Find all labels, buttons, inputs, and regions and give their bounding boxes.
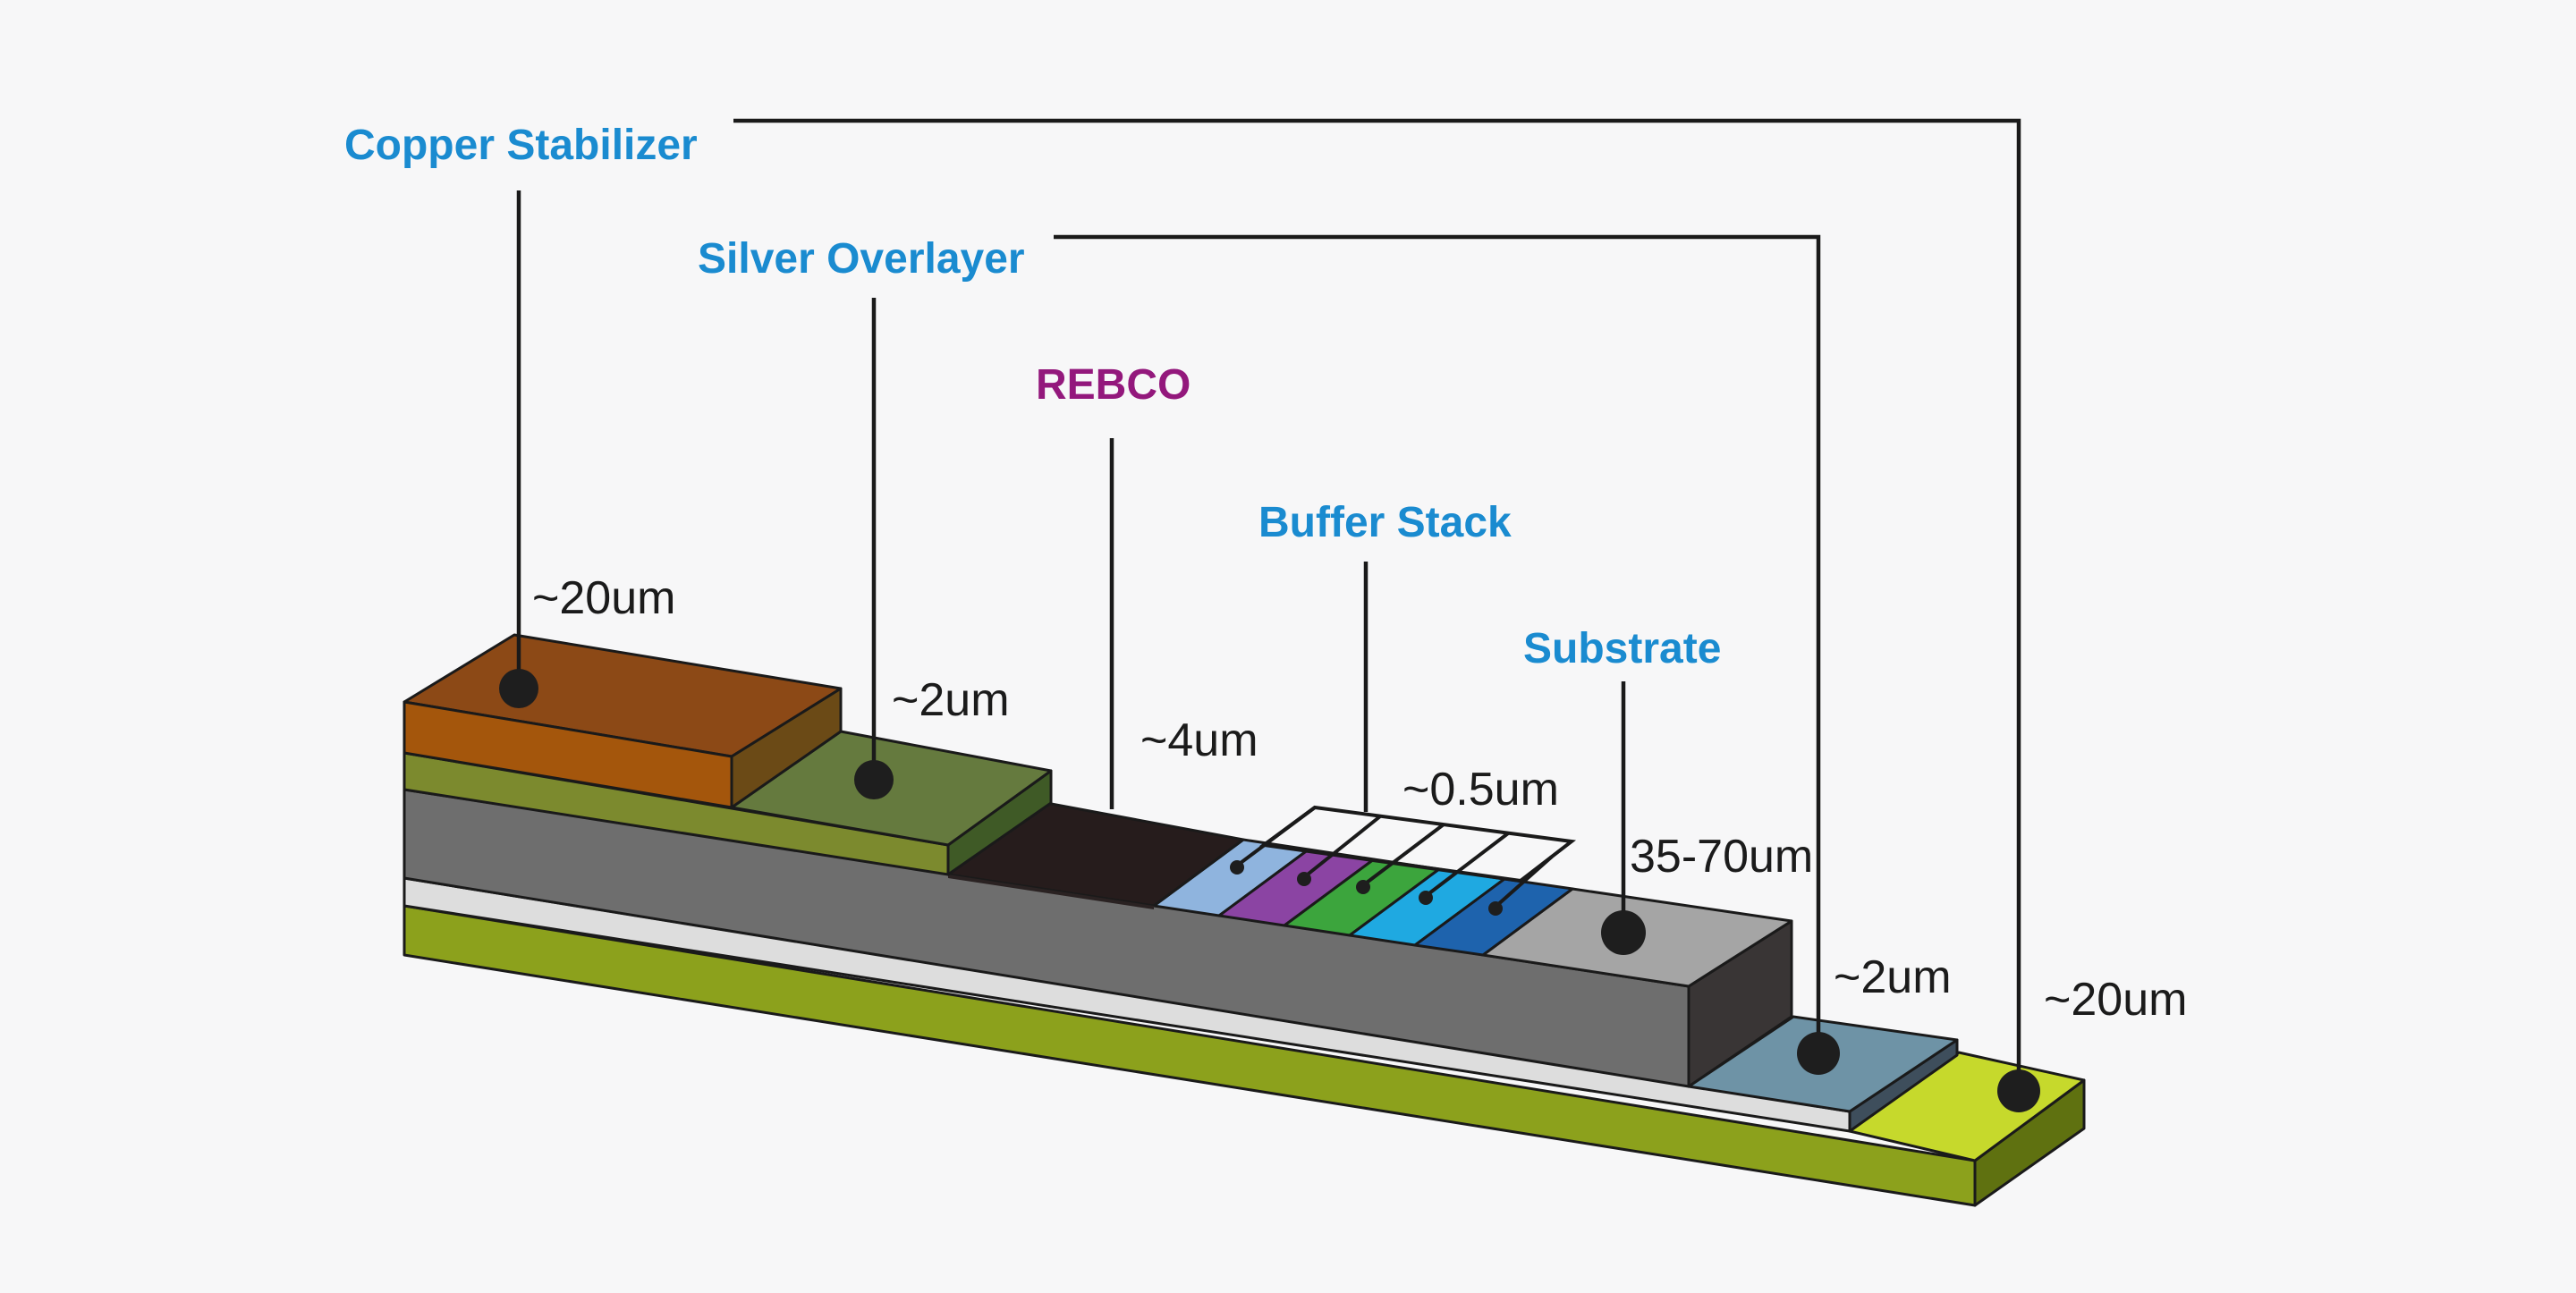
buffer-dot-4 [1419,891,1433,905]
top-copper-layer [402,633,843,809]
buffer-leader-1 [1235,806,1317,867]
top-copper-end-face [730,687,843,809]
rebco-thickness: ~4um [1140,714,1258,766]
substrate-label: Substrate [1523,625,1721,672]
buffer-stack-layers [1152,838,1574,957]
buffer-leader-3 [1361,823,1445,887]
buffer-leader-2 [1302,815,1382,879]
rebco-front-sliver [948,875,1154,909]
silver-bottom-thickness: ~2um [1834,951,1952,1003]
layer-labels: Copper Stabilizer Silver Overlayer REBCO… [344,122,1721,672]
buffer-leader-4 [1424,832,1510,898]
marker-dots [499,669,2040,1112]
buffer-dot-5 [1488,901,1503,916]
copper-bottom-thickness: ~20um [2044,974,2187,1026]
silver-bottom-leader [1054,234,1821,1053]
copper-bottom-dot [1997,1069,2040,1112]
thickness-labels: ~20um ~2um ~4um ~0.5um 35-70um ~2um ~20u… [532,572,2187,1026]
buffer-layer-5 [1413,877,1574,957]
buffer-dot-3 [1356,880,1370,894]
substrate-thickness: 35-70um [1630,831,1813,883]
silver-bottom-dot [1797,1032,1840,1075]
silver-top-dot [854,760,894,799]
copper-bottom-leader [733,118,2021,1091]
buffer-stack-label: Buffer Stack [1258,499,1512,546]
copper-stabilizer-label: Copper Stabilizer [344,122,698,169]
buffer-thickness: ~0.5um [1402,764,1559,816]
buffer-dot-2 [1297,872,1311,886]
buffer-leader-5 [1494,855,1554,908]
leader-lines [516,118,2021,1091]
buffer-bracket [1235,805,1577,908]
silver-overlayer-label: Silver Overlayer [698,235,1025,283]
buffer-dot-1 [1230,860,1244,875]
rebco-label: REBCO [1036,361,1191,409]
copper-top-dot [499,669,538,708]
silver-top-thickness: ~2um [892,674,1010,726]
copper-top-thickness: ~20um [532,572,675,624]
substrate-dot [1601,910,1646,955]
